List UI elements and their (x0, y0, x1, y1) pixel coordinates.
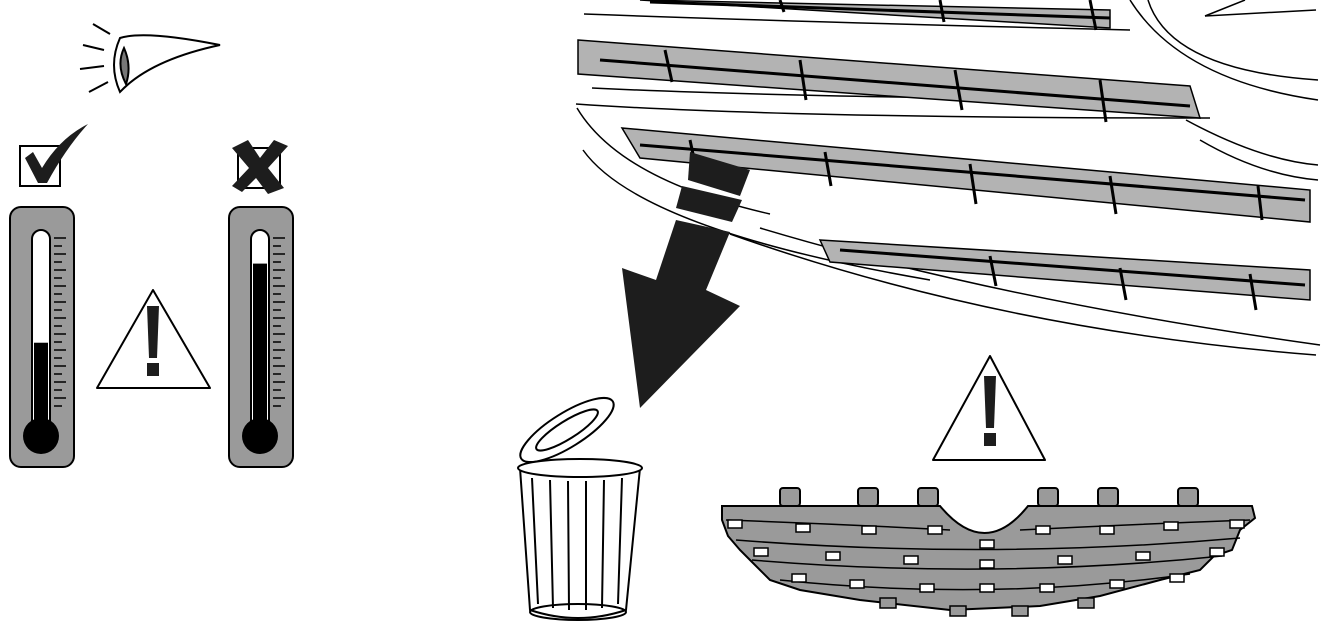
new-grille-insert (722, 488, 1255, 616)
thermometer-ok-icon (10, 207, 74, 467)
thermometer-not-ok-icon (229, 207, 293, 467)
trash-can-icon (512, 387, 642, 620)
arrow-down-left-icon (622, 220, 740, 408)
thermometer-level-ok (34, 343, 48, 420)
thermometer-level-not-ok (253, 264, 267, 420)
cross-icon (232, 140, 288, 194)
eye-inspection-icon (80, 24, 220, 92)
warning-triangle-icon-2 (933, 356, 1045, 460)
warning-triangle-icon (97, 290, 210, 388)
checkmark-icon (20, 124, 88, 186)
